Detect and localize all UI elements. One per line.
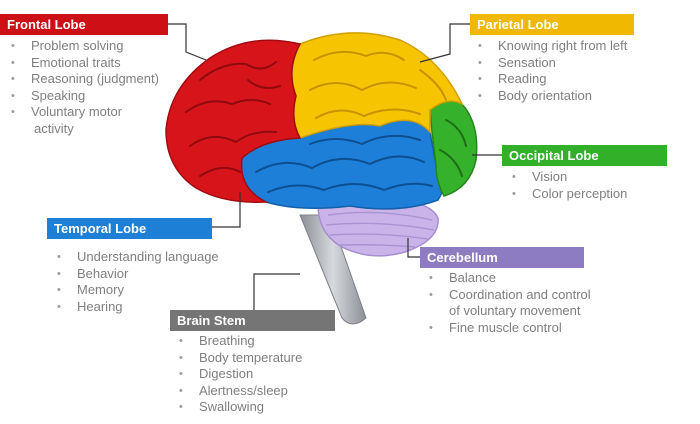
list-item: Sensation — [478, 55, 627, 72]
brain-stem-connector — [253, 273, 300, 310]
brain-stem-label: Brain Stem — [170, 310, 335, 331]
list-item: Understanding language — [57, 249, 219, 266]
list-item-line: Coordination and control — [449, 286, 591, 302]
occipital-lobe-functions: Vision Color perception — [512, 169, 627, 202]
brain-stem-shape — [299, 214, 367, 325]
frontal-lobe-functions: Problem solving Emotional traits Reasoni… — [11, 38, 159, 138]
parietal-connector — [419, 23, 472, 63]
connector-lines — [168, 23, 503, 310]
list-item: Breathing — [179, 333, 302, 350]
cerebellum-functions: Balance Coordination and control of volu… — [429, 270, 591, 336]
cerebellum-label: Cerebellum — [420, 247, 584, 268]
temporal-connector — [212, 192, 241, 228]
parietal-lobe-functions: Knowing right from left Sensation Readin… — [478, 38, 627, 104]
brain-stem-functions: Breathing Body temperature Digestion Ale… — [179, 333, 302, 416]
list-item: Memory — [57, 282, 219, 299]
occipital-lobe-label: Occipital Lobe — [502, 145, 667, 166]
temporal-folds — [255, 134, 433, 193]
list-item: Fine muscle control — [429, 320, 591, 337]
list-item: Balance — [429, 270, 591, 287]
list-item: Alertness/sleep — [179, 383, 302, 400]
parietal-lobe-label: Parietal Lobe — [470, 14, 634, 35]
list-item: Vision — [512, 169, 627, 186]
list-item: Body orientation — [478, 88, 627, 105]
list-item-line: activity — [34, 120, 74, 136]
list-item: Swallowing — [179, 399, 302, 416]
list-item: Reasoning (judgment) — [11, 71, 159, 88]
temporal-lobe-functions: Understanding language Behavior Memory H… — [57, 249, 219, 315]
frontal-lobe-label: Frontal Lobe — [0, 14, 168, 35]
temporal-lobe-label: Temporal Lobe — [47, 218, 212, 239]
list-item: Coordination and control of voluntary mo… — [429, 287, 591, 320]
list-item: Reading — [478, 71, 627, 88]
list-item-line: of voluntary movement — [449, 303, 581, 319]
frontal-folds — [185, 61, 281, 177]
list-item-line: Voluntary motor — [31, 104, 123, 120]
list-item: Body temperature — [179, 350, 302, 367]
list-item: Knowing right from left — [478, 38, 627, 55]
list-item: Digestion — [179, 366, 302, 383]
list-item: Hearing — [57, 299, 219, 316]
parietal-folds — [309, 50, 447, 119]
list-item: Color perception — [512, 186, 627, 203]
list-item: Speaking — [11, 88, 159, 105]
list-item: Voluntary motor activity — [11, 104, 159, 137]
list-item: Behavior — [57, 266, 219, 283]
list-item: Problem solving — [11, 38, 159, 55]
frontal-connector — [168, 23, 207, 61]
cerebellum-connector — [407, 238, 420, 258]
list-item: Emotional traits — [11, 55, 159, 72]
occipital-folds — [439, 119, 467, 177]
